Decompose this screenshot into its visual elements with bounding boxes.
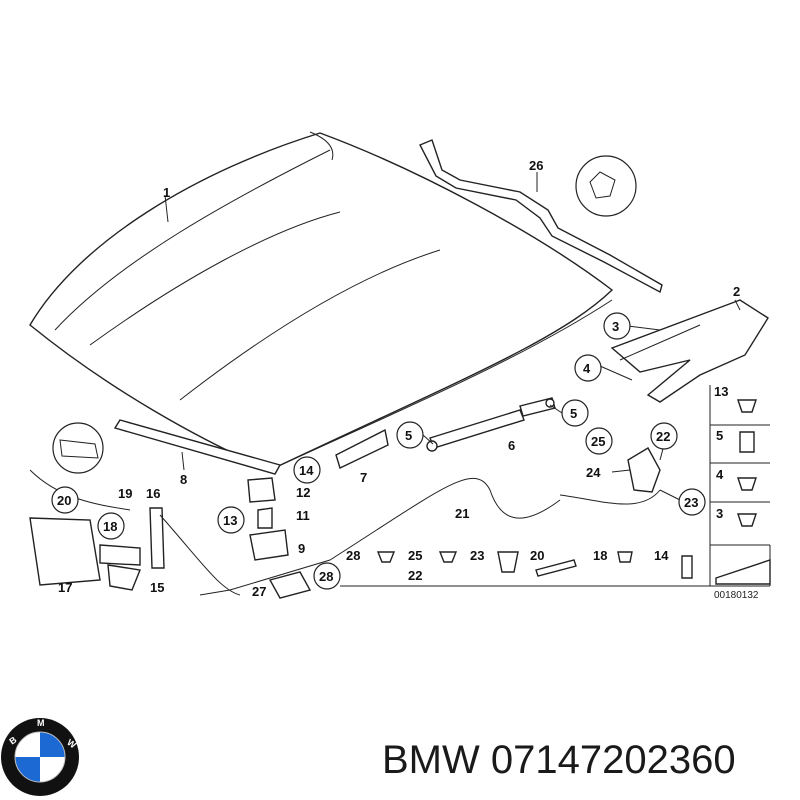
drawing-code: 00180132 <box>714 590 759 601</box>
gas-strut <box>426 397 556 452</box>
bottom-row-labels: 28 25 22 23 20 18 14 <box>346 548 669 583</box>
row-label-25: 25 <box>408 548 422 563</box>
callout-17: 17 <box>58 580 72 595</box>
callout-2: 2 <box>733 284 740 299</box>
row-label-28: 28 <box>346 548 360 563</box>
callout-6: 6 <box>508 438 515 453</box>
side-fastener-column <box>709 385 770 545</box>
callout-21: 21 <box>455 506 469 521</box>
row-label-14: 14 <box>654 548 669 563</box>
front-seal <box>113 419 282 475</box>
release-cable <box>199 477 561 596</box>
callout-25: 25 <box>591 434 605 449</box>
callout-9: 9 <box>298 541 305 556</box>
callout-24: 24 <box>586 465 601 480</box>
callout-20: 20 <box>57 493 71 508</box>
callout-18: 18 <box>103 519 117 534</box>
part-number-caption: BMW 07147202360 <box>382 738 736 783</box>
hood-latch <box>247 477 289 561</box>
callout-4: 4 <box>583 361 591 376</box>
callout-1: 1 <box>163 185 170 200</box>
callout-27: 27 <box>252 584 266 599</box>
callout-5b: 5 <box>405 428 412 443</box>
callout-19: 19 <box>118 486 132 501</box>
svg-text:M: M <box>37 718 45 728</box>
callout-16: 16 <box>146 486 160 501</box>
cable-end-clip <box>268 571 312 599</box>
callout-8: 8 <box>180 472 187 487</box>
callout-23: 23 <box>684 495 698 510</box>
side-label-3: 3 <box>716 506 723 521</box>
strip-cover <box>335 428 389 469</box>
callout-7: 7 <box>360 470 367 485</box>
callout-5: 5 <box>570 406 577 421</box>
row-label-18: 18 <box>593 548 607 563</box>
caption-part-number: 07147202360 <box>490 738 736 782</box>
circled-callouts: 3 4 5 5 14 25 22 23 20 18 13 28 <box>51 312 706 590</box>
row-label-20: 20 <box>530 548 544 563</box>
lock-bracket <box>627 447 661 493</box>
callout-26: 26 <box>529 158 543 173</box>
callout-13: 13 <box>223 513 237 528</box>
bottom-fastener-row <box>340 544 771 587</box>
callout-22: 22 <box>656 429 670 444</box>
seal-strip <box>419 139 663 294</box>
callout-14: 14 <box>299 463 314 478</box>
row-label-23: 23 <box>470 548 484 563</box>
callout-3: 3 <box>612 319 619 334</box>
latch-assembly <box>29 469 241 596</box>
callout-15: 15 <box>150 580 164 595</box>
caption-brand: BMW <box>382 738 480 782</box>
callout-11: 11 <box>296 508 310 523</box>
row-label-22: 22 <box>408 568 422 583</box>
seal-detail-circle <box>575 155 637 217</box>
hood-hinge <box>610 299 769 403</box>
bmw-logo: B M W <box>1 718 79 796</box>
hood-panel <box>29 131 614 471</box>
callout-28: 28 <box>319 569 333 584</box>
svg-text:B: B <box>7 734 18 746</box>
side-label-5: 5 <box>716 428 723 443</box>
front-seal-detail <box>52 422 104 474</box>
side-label-13: 13 <box>714 384 728 399</box>
callout-12: 12 <box>296 485 310 500</box>
side-column-labels: 13 5 4 3 <box>714 384 728 521</box>
callout-labels: 1 26 2 6 7 8 24 19 16 12 11 9 21 17 15 2… <box>58 158 740 599</box>
side-label-4: 4 <box>716 467 724 482</box>
